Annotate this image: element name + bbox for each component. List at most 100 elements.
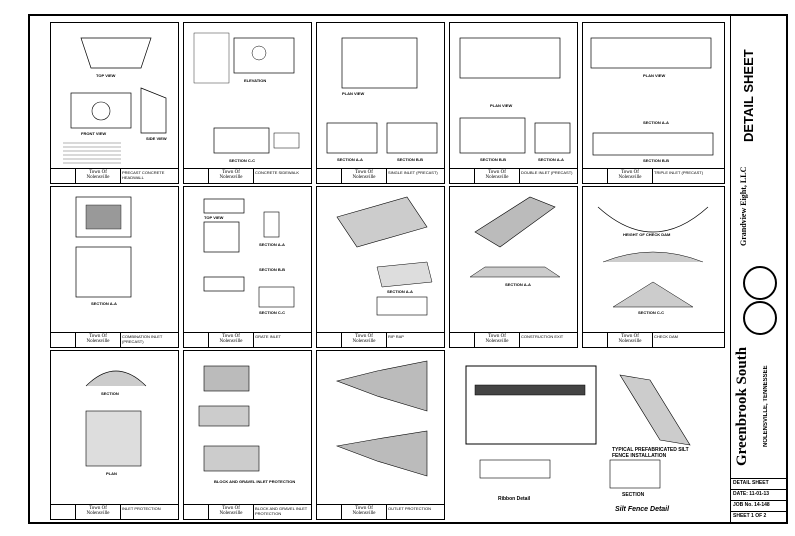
detail-panel-triple-inlet: PLAN VIEW SECTION A-A SECTION B-B Town O… <box>582 22 725 184</box>
town-name: Town Of Nolensville <box>608 333 653 347</box>
detail-panel-single-inlet: PLAN VIEW SECTION A-A SECTION B-B Town O… <box>316 22 445 184</box>
grate-inlet-drawing <box>203 198 295 308</box>
construction-exit-drawing <box>469 196 561 278</box>
label-section-cc: SECTION C-C <box>259 310 285 315</box>
silt-fence-title: TYPICAL PREFABRICATED SILT FENCE INSTALL… <box>612 447 689 459</box>
panel-title-block: Town Of Nolensville DOUBLE INLET (PRECAS… <box>450 168 577 183</box>
town-name: Town Of Nolensville <box>209 169 254 183</box>
panel-title: RIP RAP <box>388 334 404 339</box>
town-name: Town Of Nolensville <box>76 333 121 347</box>
detail-panel-inlet-protection: SECTION PLAN Town Of Nolensville INLET P… <box>50 350 179 520</box>
firm-seal-2 <box>743 301 777 335</box>
sheet-title-block: DETAIL SHEET Grandview Eight, LLC Greenb… <box>730 14 788 524</box>
label-plan-view: PLAN VIEW <box>643 73 666 78</box>
panel-title-block: Town Of Nolensville INLET PROTECTION <box>51 504 178 519</box>
triple-inlet-drawing <box>590 37 714 156</box>
panel-title: CHECK DAM <box>654 334 679 339</box>
town-name: Town Of Nolensville <box>342 169 387 183</box>
label-section-bb: SECTION B-B <box>480 157 506 162</box>
panel-title-block: Town Of Nolensville BLOCK AND GRAVEL INL… <box>184 504 311 519</box>
panel-title: CONSTRUCTION EXIT <box>521 334 564 339</box>
detail-panel-block-gravel: BLOCK AND GRAVEL INLET PROTECTION Town O… <box>183 350 312 520</box>
town-name: Town Of Nolensville <box>209 505 254 519</box>
detail-panel-grate-inlet: TOP VIEW SECTION A-A SECTION B-B SECTION… <box>183 186 312 348</box>
town-name: Town Of Nolensville <box>475 333 520 347</box>
detail-panel-check-dam: HEIGHT OF CHECK DAM SECTION C-C Town Of … <box>582 186 725 348</box>
sheet-row: SHEET 1 OF 2 <box>731 511 786 520</box>
label-section-bb: SECTION B-B <box>397 157 423 162</box>
panel-title: DOUBLE INLET (PRECAST) <box>521 170 573 175</box>
label-top-view: TOP VIEW <box>204 215 224 220</box>
label-section-bb: SECTION B-B <box>643 158 669 163</box>
label-elevation: ELEVATION <box>244 78 267 83</box>
detail-sheet-row: DETAIL SHEET <box>731 478 786 487</box>
town-name: Town Of Nolensville <box>76 169 121 183</box>
label-section: SECTION <box>101 391 119 396</box>
block-gravel-drawing <box>198 365 260 472</box>
detail-panel-double-inlet: PLAN VIEW SECTION B-B SECTION A-A Town O… <box>449 22 578 184</box>
panel-title-block: Town Of Nolensville GRATE INLET <box>184 332 311 347</box>
town-name: Town Of Nolensville <box>209 333 254 347</box>
label-plan: PLAN <box>106 471 117 476</box>
label-plan-view: PLAN VIEW <box>342 91 365 96</box>
firm-name: Grandview Eight, LLC <box>739 166 748 246</box>
rip-rap-drawing <box>336 196 433 316</box>
panel-title: BLOCK AND GRAVEL INLET PROTECTION <box>255 506 308 516</box>
label-section-aa: SECTION A-A <box>387 289 413 294</box>
label-block-gravel: BLOCK AND GRAVEL INLET PROTECTION <box>214 479 296 484</box>
label-section-cc: SECTION C-C <box>229 158 255 163</box>
silt-fence-detail: Silt Fence Detail <box>615 506 670 513</box>
panel-title-block: Town Of Nolensville PRECAST CONCRETE HEA… <box>51 168 178 183</box>
project-location: NOLENSVILLE, TENNESSEE <box>763 365 769 447</box>
panel-title: TRIPLE INLET (PRECAST) <box>654 170 704 175</box>
label-section-aa: SECTION A-A <box>538 157 564 162</box>
panel-title-block: Town Of Nolensville SINGLE INLET (PRECAS… <box>317 168 444 183</box>
panel-title-block: Town Of Nolensville CONCRETE SIDEWALK <box>184 168 311 183</box>
label-height-of-check-dam: HEIGHT OF CHECK DAM <box>623 232 671 237</box>
detail-panel-sidewalk: ELEVATION SECTION C-C Town Of Nolensvill… <box>183 22 312 184</box>
combination-inlet-drawing <box>75 196 132 298</box>
detail-panel-construction-exit: SECTION A-A Town Of Nolensville CONSTRUC… <box>449 186 578 348</box>
headwall-drawing <box>63 37 167 164</box>
label-section-bb: SECTION B-B <box>259 267 285 272</box>
panel-title: PRECAST CONCRETE HEADWALL <box>122 170 165 180</box>
town-name: Town Of Nolensville <box>475 169 520 183</box>
town-name: Town Of Nolensville <box>76 505 121 519</box>
label-section-aa: SECTION A-A <box>259 242 285 247</box>
inlet-protection-drawing <box>85 370 147 467</box>
panel-title: SINGLE INLET (PRECAST) <box>388 170 438 175</box>
panel-title: GRATE INLET <box>255 334 281 339</box>
label-top-view: TOP VIEW <box>96 73 116 78</box>
firm-seal <box>743 266 777 300</box>
town-name: Town Of Nolensville <box>342 333 387 347</box>
detail-panel-combination-inlet: SECTION A-A Town Of Nolensville COMBINAT… <box>50 186 179 348</box>
panel-title-block: Town Of Nolensville OUTLET PROTECTION <box>317 504 444 519</box>
panel-title-block: Town Of Nolensville CHECK DAM <box>583 332 724 347</box>
label-section-cc: SECTION C-C <box>638 310 664 315</box>
label-section-aa: SECTION A-A <box>91 301 117 306</box>
town-name: Town Of Nolensville <box>608 169 653 183</box>
label-plan-view: PLAN VIEW <box>490 103 513 108</box>
label-section: SECTION <box>622 492 645 498</box>
panel-title: OUTLET PROTECTION <box>388 506 432 511</box>
ribbon-detail: Ribbon Detail <box>498 496 531 502</box>
panel-title-block: Town Of Nolensville TRIPLE INLET (PRECAS… <box>583 168 724 183</box>
label-section-aa: SECTION A-A <box>337 157 363 162</box>
label-front-view: FRONT VIEW <box>81 131 107 136</box>
detail-panel-rip-rap: SECTION A-A Town Of Nolensville RIP RAP <box>316 186 445 348</box>
label-section-aa: SECTION A-A <box>643 120 669 125</box>
date-row: DATE: 11-01-13 <box>731 489 786 498</box>
double-inlet-drawing <box>459 37 571 154</box>
detail-panel-headwall: TOP VIEW FRONT VIEW SIDE VIEW Town Of No… <box>50 22 179 184</box>
label-section-aa: SECTION A-A <box>505 282 531 287</box>
check-dam-drawing <box>597 206 709 308</box>
town-name: Town Of Nolensville <box>342 505 387 519</box>
panel-title: CONCRETE SIDEWALK <box>255 170 300 175</box>
panel-title-block: Town Of Nolensville RIP RAP <box>317 332 444 347</box>
label-side-view: SIDE VIEW <box>146 136 167 141</box>
panel-title-block: Town Of Nolensville COMBINATION INLET (P… <box>51 332 178 347</box>
job-row: JOB No. 14-148 <box>731 500 786 509</box>
detail-panel-outlet-protection: Town Of Nolensville OUTLET PROTECTION <box>316 350 445 520</box>
panel-title: COMBINATION INLET (PRECAST) <box>122 334 163 344</box>
panel-title-block: Town Of Nolensville CONSTRUCTION EXIT <box>450 332 577 347</box>
